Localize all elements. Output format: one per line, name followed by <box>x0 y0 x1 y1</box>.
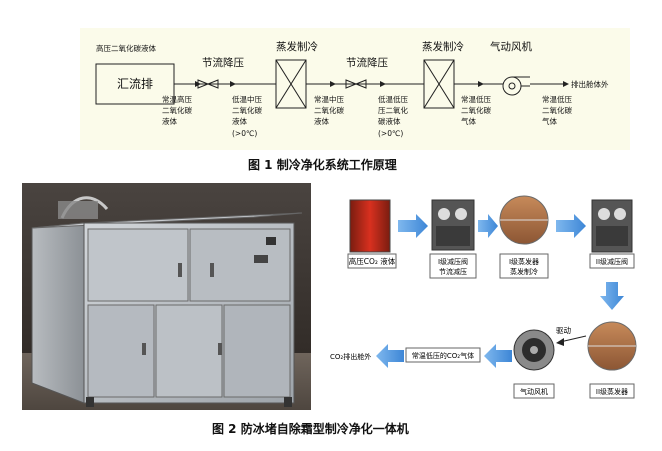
box-fan <box>513 383 555 399</box>
svg-text:(>0℃): (>0℃) <box>378 129 403 138</box>
flow-arrow-down <box>600 282 624 310</box>
box-valve-2 <box>589 253 635 269</box>
svg-text:低温低压: 低温低压 <box>378 94 408 104</box>
box-evaporator-2 <box>589 383 635 399</box>
svg-text:I级减压阀: I级减压阀 <box>438 257 468 266</box>
fan-icon <box>502 76 522 96</box>
state-3-label: 常温中压 二氧化碳 液体 <box>314 94 344 126</box>
manifold-label: 汇流排 <box>117 77 153 91</box>
flow-arrow <box>478 214 498 238</box>
svg-text:节流减压: 节流减压 <box>439 267 467 276</box>
step4-title: 蒸发制冷 <box>422 40 464 53</box>
svg-text:II级蒸发器: II级蒸发器 <box>596 387 628 396</box>
co2-cylinder-image <box>349 199 391 253</box>
box-valve-1 <box>429 253 477 279</box>
svg-text:液体: 液体 <box>162 116 177 126</box>
svg-text:常温低压: 常温低压 <box>461 94 491 104</box>
flow-arrow <box>556 214 586 238</box>
box-evaporator-1 <box>499 253 549 279</box>
svg-text:II级减压阀: II级减压阀 <box>596 257 628 266</box>
machine-photo <box>22 183 311 410</box>
flow-arrow-left <box>484 344 512 368</box>
svg-text:二氧化碳: 二氧化碳 <box>232 105 262 115</box>
svg-text:液体: 液体 <box>314 116 329 126</box>
top-label: 高压二氧化碳液体 <box>96 43 156 53</box>
svg-text:二氧化碳: 二氧化碳 <box>542 105 572 115</box>
figure1-schematic: 高压二氧化碳液体 汇流排 节流降压 蒸发制冷 节流降压 蒸发制冷 气动风机 <box>80 28 630 150</box>
svg-text:常温低压: 常温低压 <box>542 94 572 104</box>
svg-text:高压CO₂ 液体: 高压CO₂ 液体 <box>349 256 396 266</box>
svg-text:压二氧化: 压二氧化 <box>378 105 408 115</box>
svg-text:常温高压: 常温高压 <box>162 94 192 104</box>
svg-text:常温低压的CO₂气体: 常温低压的CO₂气体 <box>412 351 474 360</box>
step3-title: 节流降压 <box>346 56 388 69</box>
flow-arrow-left <box>376 344 404 368</box>
svg-text:(>0℃): (>0℃) <box>232 129 257 138</box>
svg-text:低温中压: 低温中压 <box>232 94 262 104</box>
figure1-caption: 图 1 制冷净化系统工作原理 <box>248 158 397 172</box>
svg-text:碳液体: 碳液体 <box>378 116 401 126</box>
step5-title: 气动风机 <box>490 40 532 53</box>
svg-text:气体: 气体 <box>461 116 476 126</box>
state-2-label: 低温中压 二氧化碳 液体 (>0℃) <box>232 94 262 138</box>
state-4-label: 低温低压 压二氧化 碳液体 (>0℃) <box>378 94 408 138</box>
state-6-label: 常温低压 二氧化碳 气体 <box>542 94 572 126</box>
box-low-pressure-gas <box>405 347 481 363</box>
svg-text:二氧化碳: 二氧化碳 <box>162 105 192 115</box>
step2-title: 蒸发制冷 <box>276 40 318 53</box>
box-co2-liquid <box>347 253 397 269</box>
svg-text:气体: 气体 <box>542 116 557 126</box>
svg-text:常温中压: 常温中压 <box>314 94 344 104</box>
drive-label: 驱动 <box>556 325 571 335</box>
state-1-label: 常温高压 二氧化碳 液体 <box>162 94 192 126</box>
svg-text:二氧化碳: 二氧化碳 <box>461 105 491 115</box>
exit-label: CO₂排出舱外 <box>330 352 371 361</box>
svg-text:液体: 液体 <box>232 116 247 126</box>
flow-diagram: 高压CO₂ 液体 I级减压阀 节流减压 I级蒸发器 蒸发制冷 II级减压阀 驱动… <box>328 186 638 410</box>
svg-text:I级蒸发器: I级蒸发器 <box>509 257 539 266</box>
svg-text:二氧化碳: 二氧化碳 <box>314 105 344 115</box>
schematic-svg: 高压二氧化碳液体 汇流排 节流降压 蒸发制冷 节流降压 蒸发制冷 气动风机 <box>95 40 609 138</box>
step1-title: 节流降压 <box>202 56 244 69</box>
state-5-label: 常温低压 二氧化碳 气体 <box>461 94 491 126</box>
exit-label: 排出舱体外 <box>571 79 609 89</box>
svg-text:蒸发制冷: 蒸发制冷 <box>510 267 538 276</box>
figure2-caption: 图 2 防冰堵自除霜型制冷净化一体机 <box>212 422 409 436</box>
flow-arrow <box>398 214 428 238</box>
svg-text:气动风机: 气动风机 <box>520 387 548 396</box>
